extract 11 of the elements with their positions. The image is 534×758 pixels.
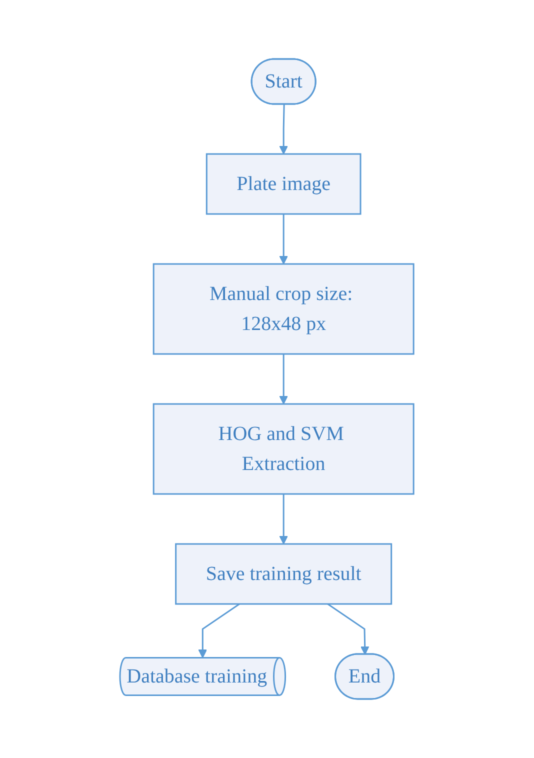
arrow (279, 214, 288, 264)
node-box: Save training result (175, 543, 392, 605)
node-box: HOG and SVM Extraction (153, 403, 415, 495)
arrow (279, 354, 288, 404)
node-box: Plate image (206, 153, 362, 215)
node-text: Database training (126, 665, 268, 688)
arrow (279, 104, 288, 154)
arrow (328, 603, 370, 655)
arrow (198, 603, 240, 658)
arrow (279, 494, 288, 544)
node-box: Manual crop size: 128x48 px (153, 263, 415, 355)
